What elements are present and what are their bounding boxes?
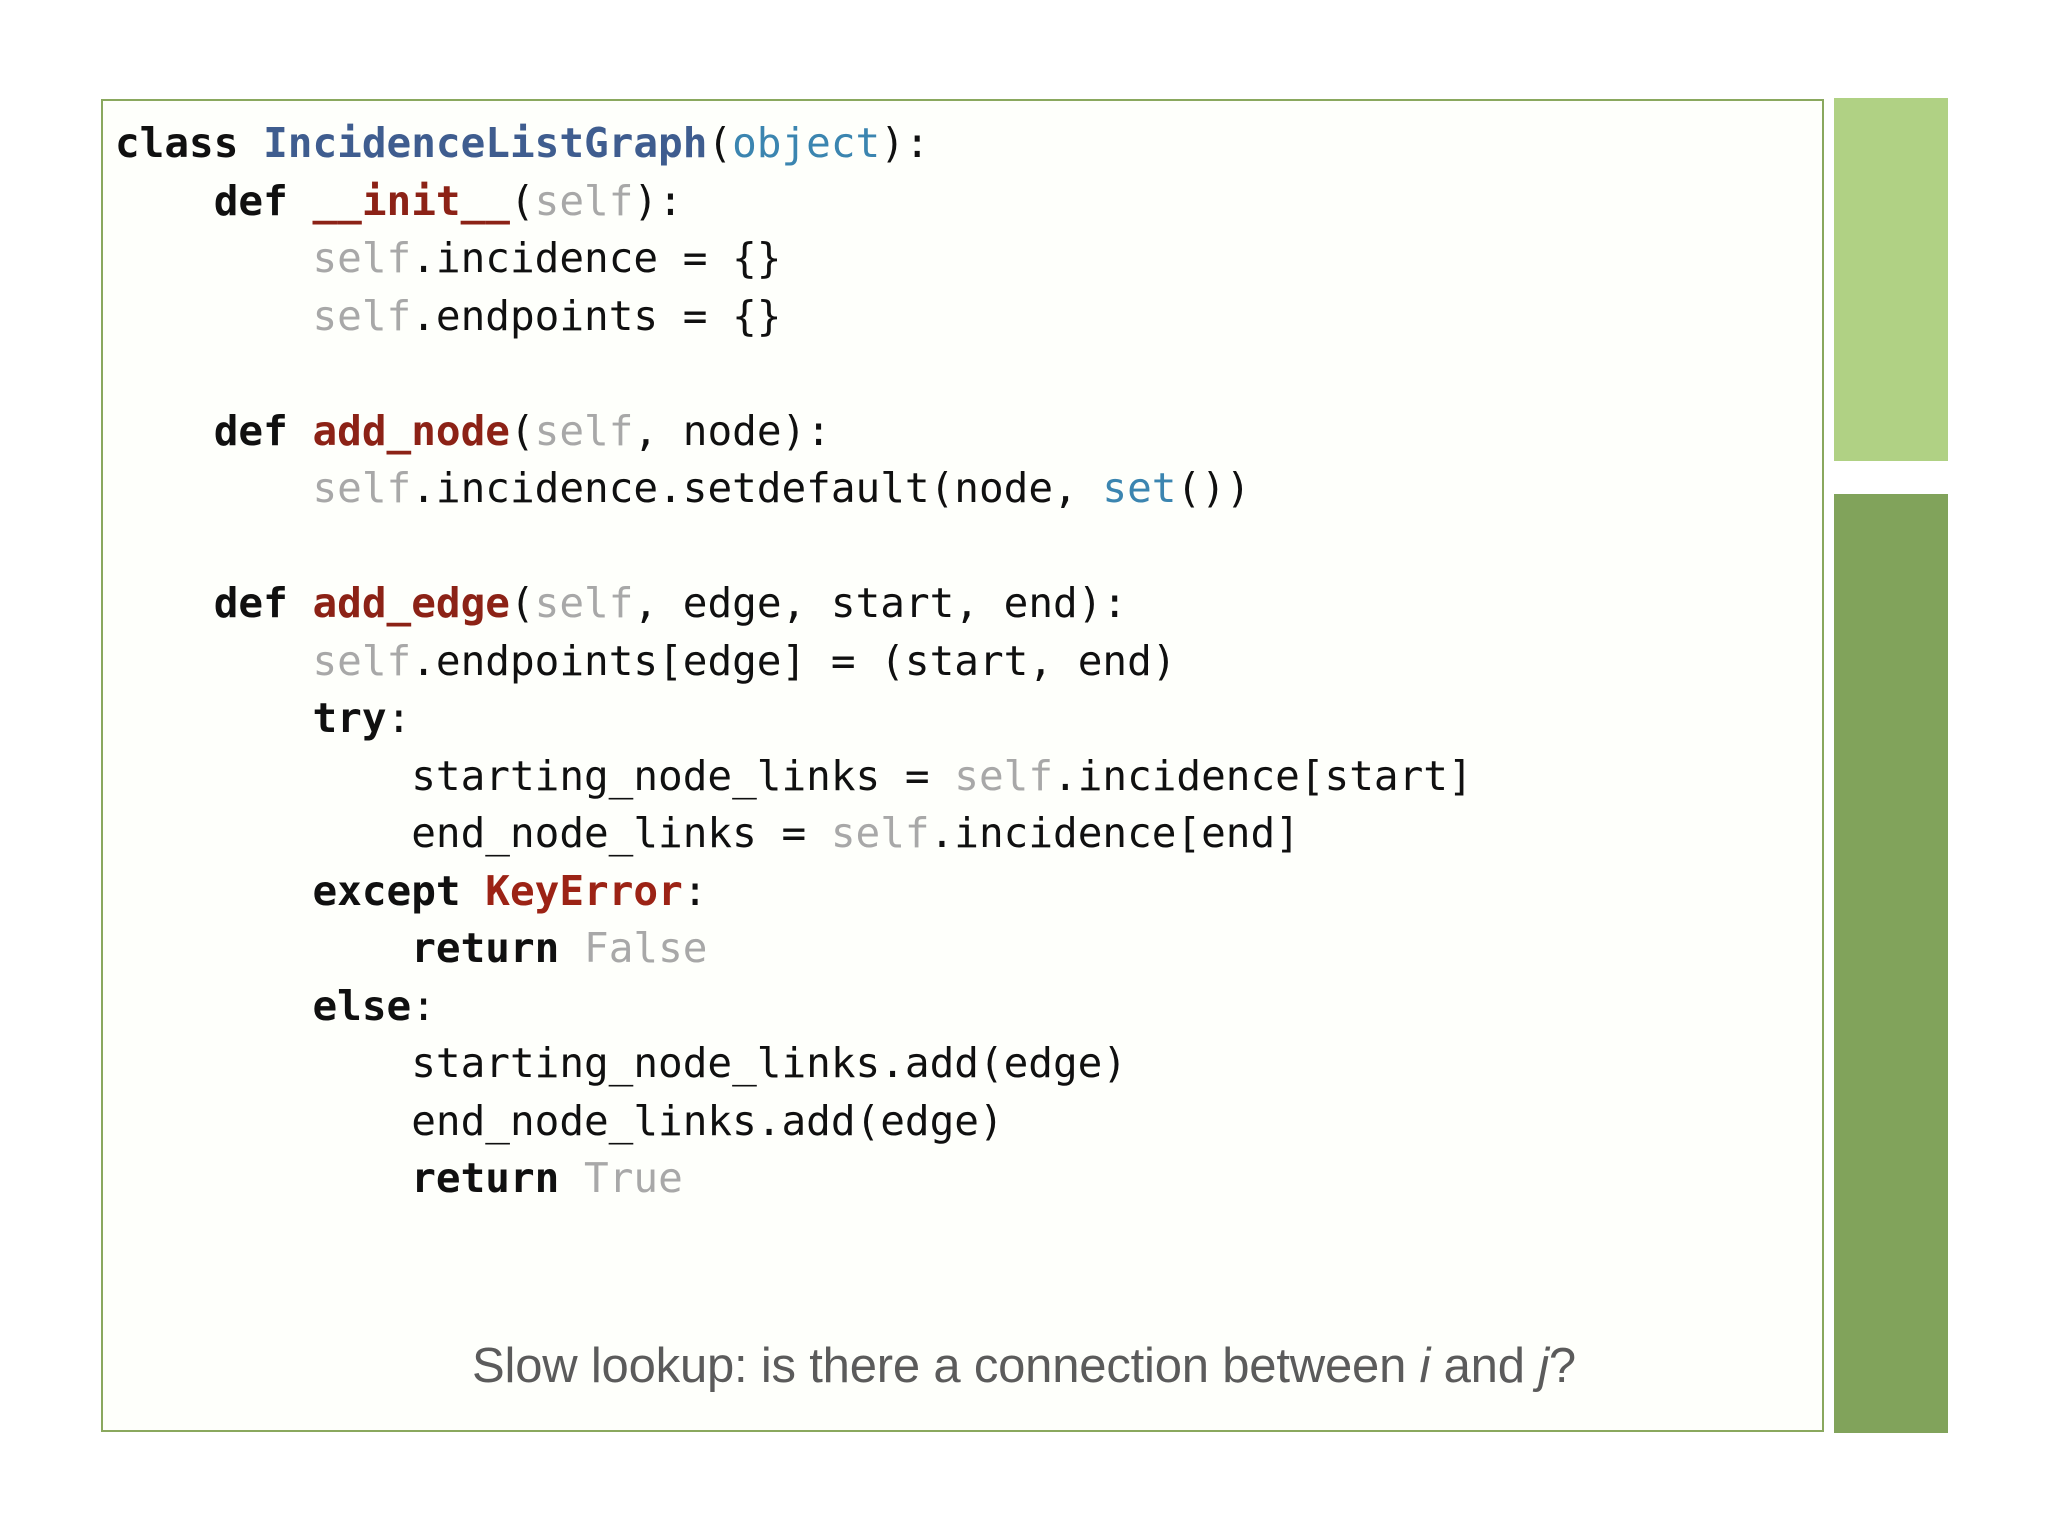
code-token: end_node_links.add(edge): [115, 1096, 1004, 1145]
code-token: return: [411, 1154, 560, 1202]
code-line: def add_edge(self, edge, start, end):: [115, 575, 1818, 633]
code-line: end_node_links = self.incidence[end]: [115, 805, 1818, 863]
code-line: end_node_links.add(edge): [115, 1093, 1818, 1151]
code-token: add_edge: [312, 579, 510, 627]
code-token: :: [682, 866, 708, 915]
code-token: def: [213, 406, 288, 455]
code-token: else: [312, 981, 412, 1030]
code-token: return: [411, 924, 560, 972]
code-token: except: [312, 866, 461, 915]
code-line: self.endpoints = {}: [115, 288, 1818, 346]
code-token: True: [584, 1154, 683, 1202]
decor-bar-dark-green: [1834, 494, 1948, 1433]
code-line: def __init__(self):: [115, 173, 1818, 231]
code-token: self: [312, 291, 412, 340]
code-token: [115, 637, 312, 685]
code-line: else:: [115, 978, 1818, 1036]
code-token: False: [584, 924, 708, 972]
code-token: [115, 1154, 411, 1202]
slide-caption: Slow lookup: is there a connection betwe…: [0, 1338, 2048, 1394]
python-code-block: class IncidenceListGraph(object): def __…: [115, 115, 1818, 1208]
code-line: starting_node_links.add(edge): [115, 1035, 1818, 1093]
code-token: self: [312, 464, 412, 512]
code-token: .incidence[end]: [929, 809, 1300, 857]
code-token: class: [115, 119, 239, 167]
code-token: ):: [633, 176, 683, 225]
code-token: [115, 292, 312, 340]
code-token: __init__: [312, 176, 510, 225]
code-token: add_node: [312, 406, 510, 455]
code-token: [461, 867, 486, 915]
code-token: self: [954, 751, 1054, 800]
code-token: self: [534, 406, 634, 455]
code-token: [559, 1154, 584, 1202]
code-token: .incidence.setdefault(node,: [411, 464, 1103, 512]
code-token: [238, 119, 263, 167]
code-line: self.endpoints[edge] = (start, end): [115, 633, 1818, 691]
code-line: [115, 518, 1818, 576]
code-token: .endpoints = {}: [411, 291, 782, 340]
code-token: .endpoints[edge] = (start, end): [411, 636, 1177, 685]
code-token: self: [312, 234, 412, 282]
code-line: except KeyError:: [115, 863, 1818, 921]
code-token: [115, 177, 214, 225]
code-line: starting_node_links = self.incidence[sta…: [115, 748, 1818, 806]
code-line: [115, 345, 1818, 403]
code-token: [115, 924, 411, 972]
code-token: (: [509, 176, 535, 225]
code-token: (: [707, 119, 733, 167]
code-line: return False: [115, 920, 1818, 978]
code-token: starting_node_links.add(edge): [115, 1039, 1128, 1087]
code-token: (: [509, 579, 535, 627]
code-token: :: [386, 694, 412, 742]
code-token: self: [312, 636, 412, 685]
code-token: .incidence = {}: [411, 234, 782, 282]
code-token: object: [732, 119, 881, 167]
code-token: try: [312, 694, 387, 742]
code-token: def: [213, 176, 288, 225]
code-token: [115, 982, 312, 1030]
code-token: [115, 234, 312, 282]
code-panel: class IncidenceListGraph(object): def __…: [101, 99, 1824, 1432]
code-token: ()): [1176, 464, 1251, 512]
code-token: IncidenceListGraph: [263, 119, 708, 167]
decor-bar-light-green: [1834, 98, 1948, 461]
code-token: self: [830, 809, 930, 857]
code-token: .incidence[start]: [1053, 751, 1473, 800]
caption-suffix: ?: [1548, 1339, 1576, 1393]
code-token: [115, 579, 214, 627]
code-token: [288, 407, 313, 455]
code-line: class IncidenceListGraph(object):: [115, 115, 1818, 173]
code-token: [115, 407, 214, 455]
code-token: [115, 464, 312, 512]
caption-prefix: Slow lookup: is there a connection betwe…: [472, 1339, 1420, 1393]
code-token: :: [411, 981, 436, 1030]
code-line: self.incidence.setdefault(node, set()): [115, 460, 1818, 518]
code-line: try:: [115, 690, 1818, 748]
caption-middle: and: [1430, 1339, 1539, 1393]
code-token: def: [213, 579, 288, 627]
code-token: KeyError: [485, 866, 683, 915]
code-line: return True: [115, 1150, 1818, 1208]
code-token: (: [509, 406, 535, 455]
code-token: [559, 924, 584, 972]
caption-var-i: i: [1419, 1339, 1431, 1393]
code-line: self.incidence = {}: [115, 230, 1818, 288]
code-token: , edge, start, end):: [633, 579, 1128, 627]
code-token: self: [534, 579, 634, 627]
code-token: [288, 579, 313, 627]
code-token: [115, 694, 312, 742]
code-token: end_node_links =: [115, 809, 831, 857]
code-token: self: [534, 176, 634, 225]
code-token: , node):: [633, 406, 831, 455]
code-token: ):: [880, 119, 930, 167]
code-token: starting_node_links =: [115, 751, 955, 800]
caption-var-j: j: [1538, 1339, 1549, 1393]
code-line: def add_node(self, node):: [115, 403, 1818, 461]
code-token: [115, 867, 312, 915]
code-token: set: [1102, 464, 1177, 512]
code-token: [288, 177, 313, 225]
